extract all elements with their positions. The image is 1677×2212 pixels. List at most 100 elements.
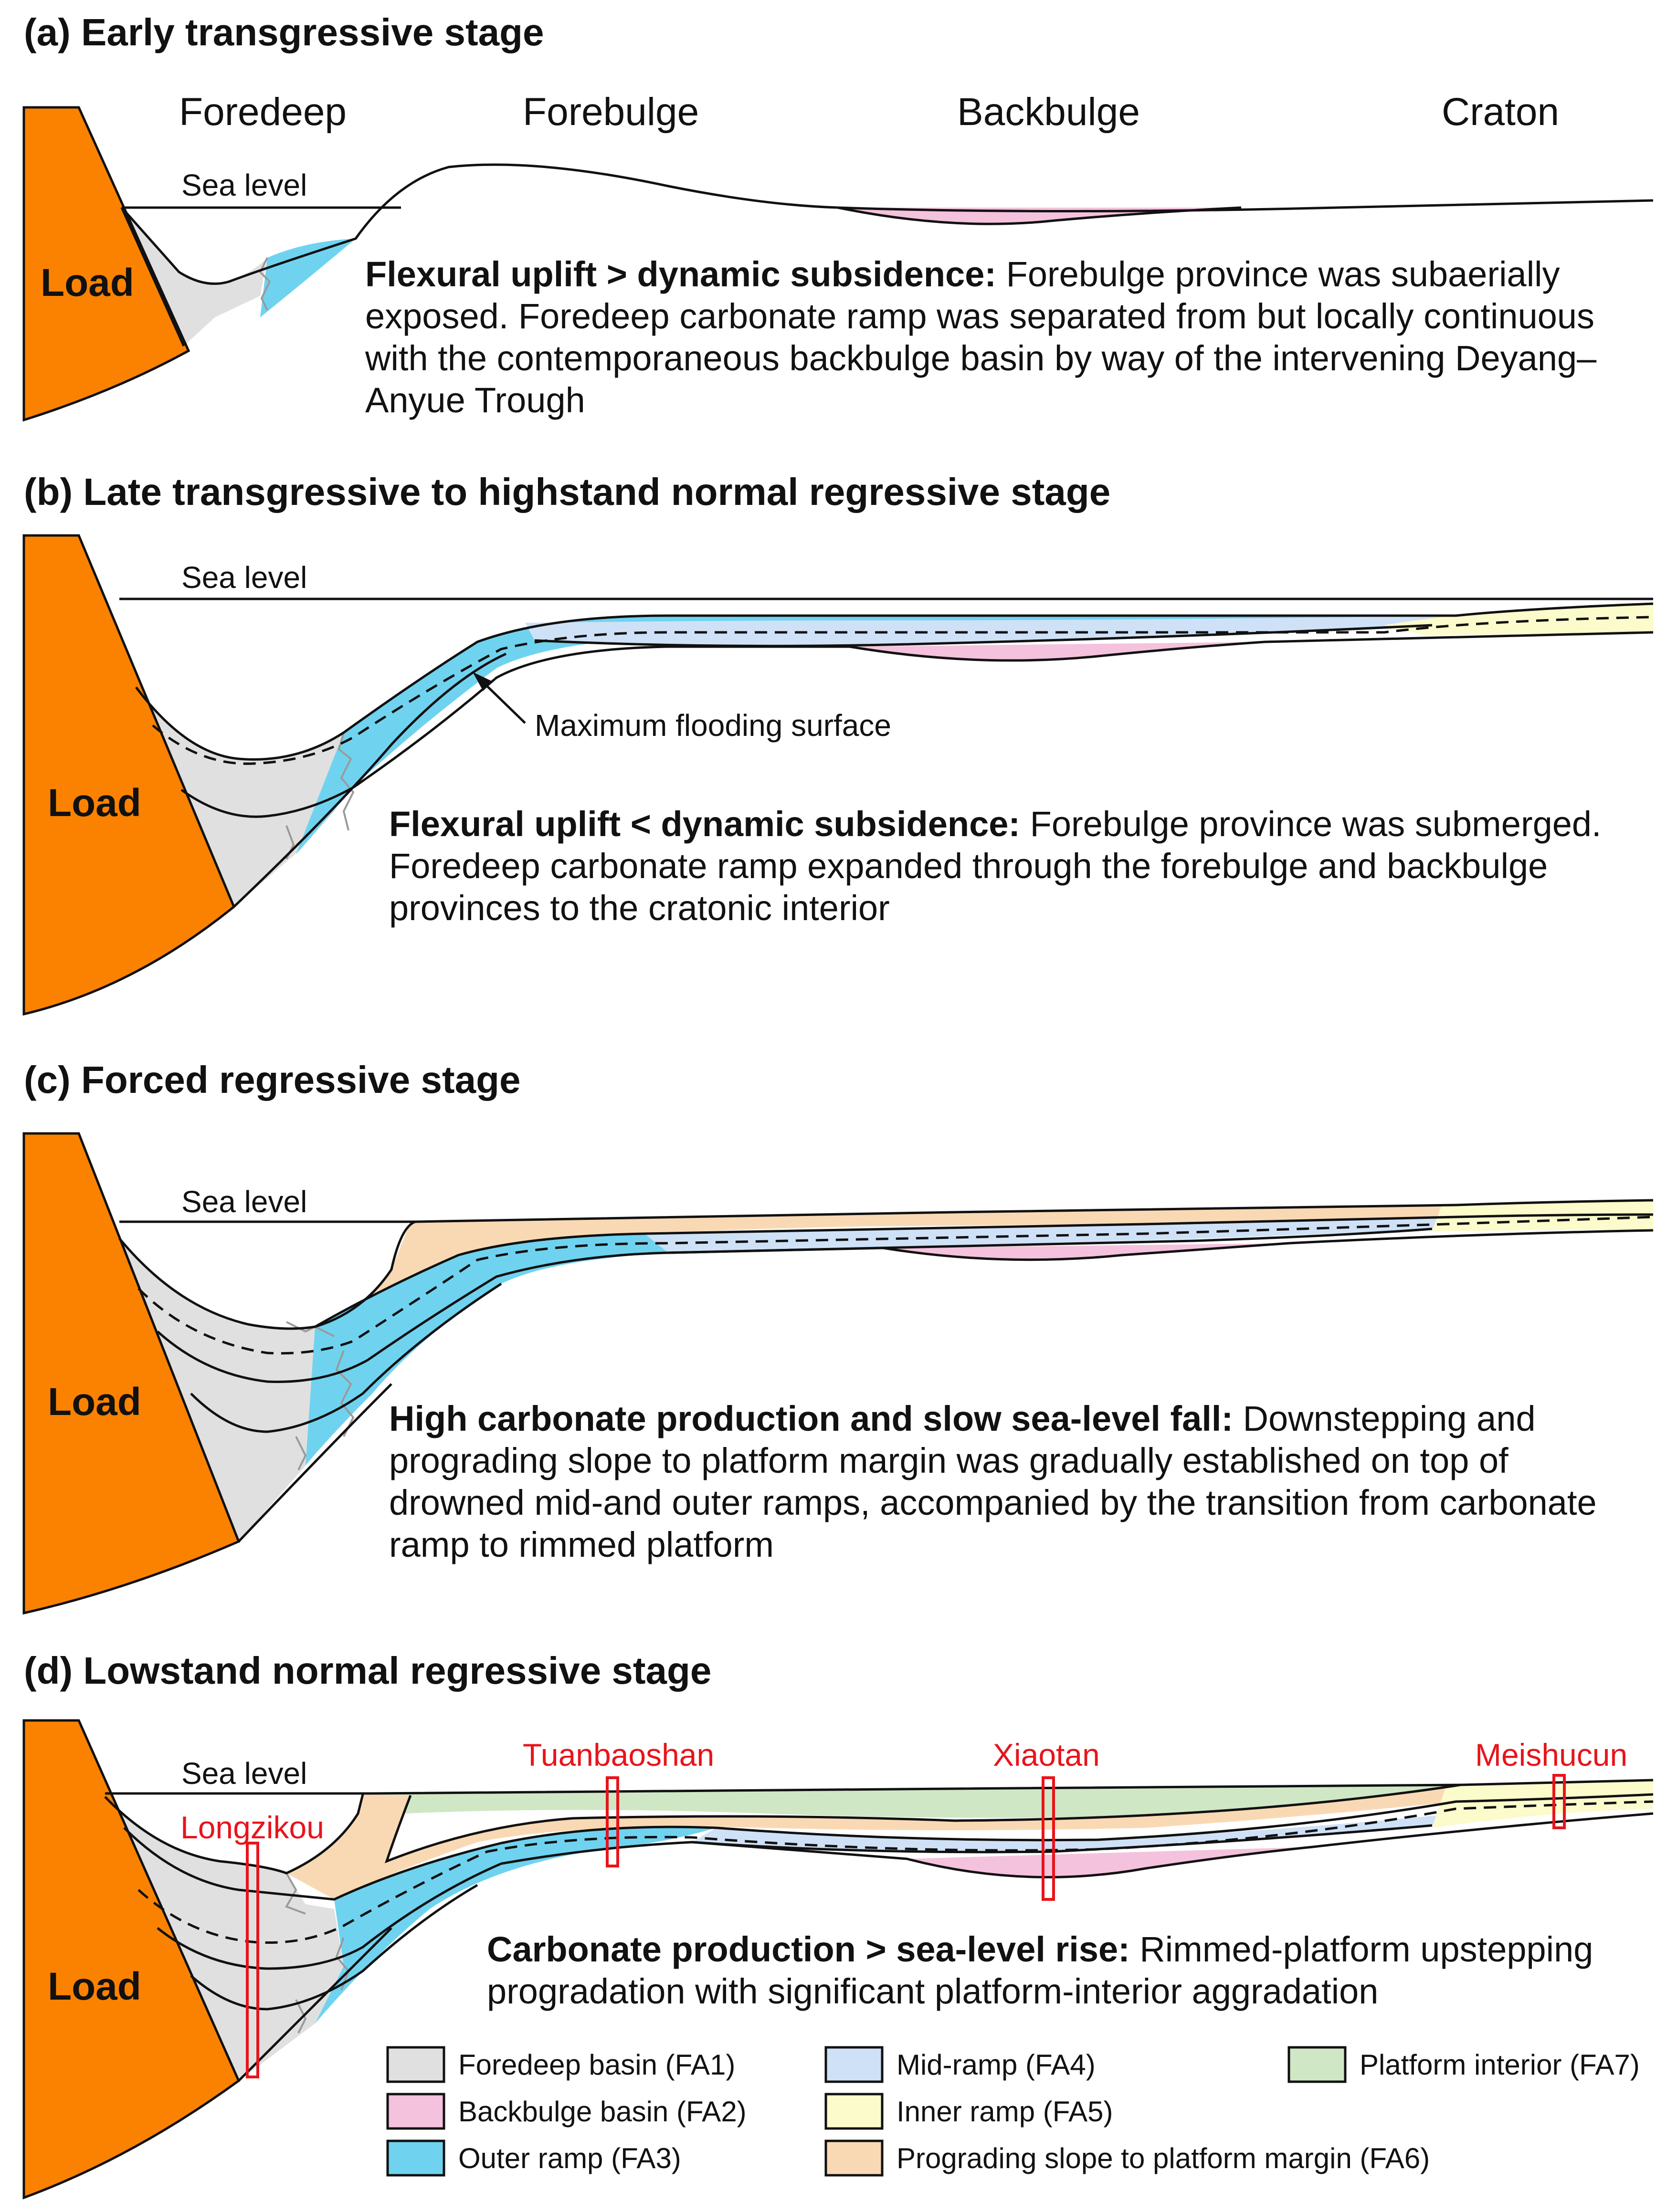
legend-label-fa3: Outer ramp (FA3) (458, 2142, 681, 2174)
panel-b-description-line1: Flexural uplift < dynamic subsidence: Fo… (389, 804, 1602, 844)
panel-b-desc-line-2: Foredeep carbonate ramp expanded through… (389, 846, 1548, 886)
panel-c-facies-boundary-1 (286, 1321, 335, 1337)
panel-d-outer-ramp (315, 1827, 716, 2023)
legend-label-fa4: Mid-ramp (FA4) (897, 2049, 1096, 2081)
panel-b-mid-ramp (525, 616, 1456, 645)
panel-c-desc-line-1: Downstepping and (1233, 1399, 1536, 1438)
legend-swatch-fa4 (824, 2046, 884, 2083)
legend-swatch-fa5 (824, 2093, 884, 2130)
panel-d-facies-boundary-1 (285, 1873, 306, 1915)
panel-d-top-surface (372, 1779, 1654, 1795)
legend-label-fa6: Prograding slope to platform margin (FA6… (897, 2142, 1430, 2174)
zone-foredeep-label: Foredeep (179, 90, 347, 134)
panel-c-facies-boundary-3 (295, 1436, 307, 1470)
panel-b: (b) Late transgressive to highstand norm… (22, 471, 1654, 1016)
panel-d-desc-line-2: progradation with significant platform-i… (487, 1971, 1378, 2011)
panel-a-load (22, 106, 190, 422)
panel-c-load (22, 1132, 241, 1615)
panel-d-title: (d) Lowstand normal regressive stage (24, 1649, 711, 1692)
panel-c-description-line1: High carbonate production and slow sea-l… (389, 1399, 1536, 1438)
panel-d-foredeep-basin (105, 1797, 344, 2081)
panel-d-midramp-boundary (692, 1824, 1433, 1854)
panel-a-desc-line-1: Forebulge province was subaerially (996, 254, 1560, 294)
panel-a: (a) Early transgressive stage Foredeep F… (22, 11, 1654, 422)
panel-c-desc-bold: High carbonate production and slow sea-l… (389, 1399, 1233, 1438)
panel-a-description-line1: Flexural uplift > dynamic subsidence: Fo… (365, 254, 1560, 294)
section-marker-longzikou (246, 1842, 259, 2078)
legend: Foredeep basin (FA1) Backbulge basin (FA… (386, 2046, 1640, 2177)
panel-a-foredeep-basin (122, 208, 267, 346)
panel-b-mfs-label: Maximum flooding surface (535, 708, 891, 743)
panel-d-sea-level-label: Sea level (181, 1756, 307, 1791)
panel-c-desc-line-4: ramp to rimmed platform (389, 1525, 774, 1564)
panel-b-sea-level-label: Sea level (181, 560, 307, 595)
panel-b-foredeep-basin (136, 687, 363, 907)
panel-c: (c) Forced regressive stage Load Sea lev… (22, 1059, 1654, 1615)
panel-c-foredeep-basin (119, 1238, 353, 1541)
legend-label-fa7: Platform interior (FA7) (1360, 2049, 1640, 2081)
panel-d-load-label: Load (48, 1965, 141, 2008)
panel-c-outer-ramp (306, 1234, 668, 1465)
panel-b-inner-ramp (1384, 604, 1653, 635)
panel-d-desc-line-1: Rimmed-platform upstepping (1130, 1929, 1593, 1969)
legend-swatch-fa6 (824, 2139, 884, 2177)
panel-b-lower-boundary (233, 652, 507, 908)
panel-d-maximum-flooding-surface (137, 1800, 1654, 1944)
zone-forebulge-label: Forebulge (523, 90, 699, 134)
panel-b-maximum-flooding-surface (152, 616, 1654, 765)
panel-d-prograding-slope (286, 1785, 1461, 1899)
panel-d-platform-interior (372, 1785, 1461, 1818)
panel-a-desc-line-4: Anyue Trough (365, 380, 585, 420)
section-marker-tuanbaoshan (606, 1776, 619, 1867)
panel-d-mid-ramp (692, 1814, 1456, 1852)
panel-b-desc-bold: Flexural uplift < dynamic subsidence: (389, 804, 1020, 844)
section-label-meishucun: Meishucun (1475, 1737, 1627, 1772)
panel-a-title: (a) Early transgressive stage (24, 11, 544, 53)
panel-a-outer-ramp (260, 239, 356, 317)
panel-a-desc-bold: Flexural uplift > dynamic subsidence: (365, 254, 996, 294)
panel-c-top-surface (118, 1199, 1654, 1330)
panel-d-desc-bold: Carbonate production > sea-level rise: (487, 1929, 1130, 1969)
panel-a-backbulge-base (837, 206, 1242, 225)
panel-d-load (22, 1719, 241, 2200)
panel-c-load-label: Load (48, 1380, 141, 1424)
panel-b-desc-line-1: Forebulge province was submerged. (1020, 804, 1602, 844)
panel-b-backbulge-basin (850, 642, 1265, 660)
panel-c-maximum-flooding-surface (137, 1216, 1654, 1355)
legend-swatch-fa7 (1287, 2046, 1347, 2083)
panel-d-outer-boundary (238, 1927, 392, 2082)
panel-a-desc-line-2: exposed. Foredeep carbonate ramp was sep… (365, 296, 1594, 336)
panel-a-facies-boundary (259, 257, 271, 311)
panel-b-desc-line-3: provinces to the cratonic interior (389, 888, 890, 928)
panel-a-desc-line-3: with the contemporaneous backbulge basin… (365, 338, 1597, 378)
section-label-xiaotan: Xiaotan (993, 1737, 1100, 1772)
panel-b-title: (b) Late transgressive to highstand norm… (24, 471, 1110, 513)
panel-b-mfs-arrowhead (473, 672, 493, 691)
panel-d-inner-ramp (1432, 1780, 1653, 1828)
panel-d-description-line1: Carbonate production > sea-level rise: R… (487, 1929, 1593, 1969)
section-marker-xiaotan (1042, 1776, 1055, 1901)
panel-c-outer-boundary (238, 1383, 392, 1542)
panel-b-load (22, 534, 236, 1016)
panel-b-facies-boundary-1 (338, 732, 355, 831)
zone-craton-label: Craton (1442, 90, 1559, 134)
legend-label-fa5: Inner ramp (FA5) (897, 2096, 1113, 2128)
panel-c-backbulge-basin (883, 1243, 1289, 1260)
panel-c-midramp-boundary (668, 1227, 1433, 1254)
panel-d: (d) Lowstand normal regressive stage Loa… (22, 1649, 1654, 2200)
legend-swatch-fa3 (386, 2139, 445, 2177)
panel-a-sea-level-label: Sea level (181, 168, 307, 202)
panel-d-base-surface (157, 1812, 1654, 1970)
zone-backbulge-label: Backbulge (957, 90, 1140, 134)
panel-c-desc-line-2: prograding slope to platform margin was … (389, 1441, 1508, 1480)
legend-label-fa1: Foredeep basin (FA1) (458, 2049, 735, 2081)
panel-b-top-surface (135, 602, 1654, 761)
panel-c-lower-boundary (190, 1282, 502, 1433)
panel-b-load-label: Load (48, 781, 141, 825)
panel-c-slope-base (314, 1213, 1654, 1328)
panel-d-backbulge-basin (907, 1847, 1313, 1877)
panel-c-sea-level-label: Sea level (181, 1185, 307, 1219)
panel-d-facies-boundary-3 (295, 1999, 307, 2034)
legend-swatch-fa2 (386, 2093, 445, 2130)
